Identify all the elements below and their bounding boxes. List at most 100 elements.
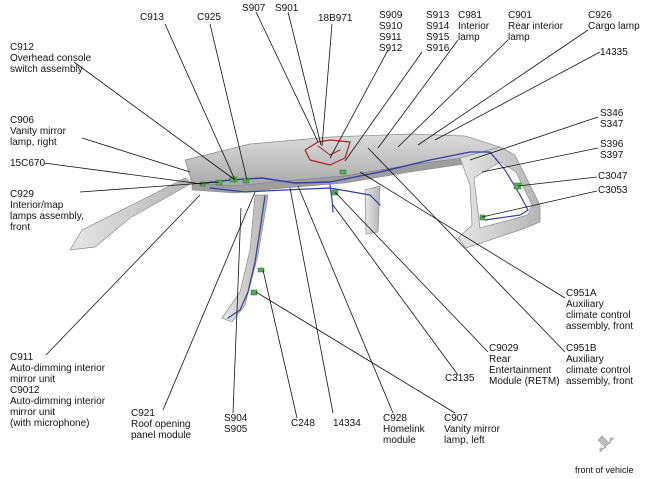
label-line: Rear [489,354,511,365]
label-line: C921 [131,408,155,419]
label-s396: S396 S397 [600,139,623,161]
label-c3047: C3047 [598,171,627,182]
label-c907: C907 Vanity mirror lamp, left [444,413,500,446]
label-line: lamp, right [10,137,57,148]
label-line: S914 [426,21,450,32]
label-line: S396 [600,139,624,150]
label-line: S916 [426,43,450,54]
harness-c-pillar-blue [329,184,334,213]
label-c9029: C9029 Rear Entertainment Module (RETM) [489,343,560,387]
label-line: C9029 [489,343,519,354]
label-line: C912 [10,42,34,53]
label-line: S907 [242,3,266,14]
label-line: C926 [588,10,612,21]
label-line: S909 [379,10,403,21]
connector-c951a [339,169,347,175]
label-s907: S907 [242,3,265,14]
label-line: S346 [600,108,624,119]
label-c981: C981 Interior lamp [458,10,489,43]
label-line: C928 [383,413,407,424]
label-line: C901 [508,10,532,21]
label-s346: S346 S347 [600,108,623,130]
connector-c913 [229,176,238,183]
label-line: C929 [10,189,34,200]
vehicle-body [69,133,541,323]
label-line: panel module [131,430,192,441]
harness-rear-blue [469,151,529,221]
label-line: C9012 [10,385,40,396]
label-line: Interior [458,21,490,32]
label-line: Auto-dimming interior [10,396,106,407]
label-line: Vanity mirror [444,424,500,435]
harness-b-pillar-blue [227,195,266,319]
label-c901: C901 Rear interior lamp [508,10,563,43]
label-line: C911 [10,352,34,363]
label-14334: 14334 [333,418,361,429]
label-line: module [383,435,416,446]
c-pillar [364,185,381,235]
connector-c3053 [479,214,486,221]
label-line: Interior/map [10,200,64,211]
label-line: C981 [458,10,482,21]
rear-window-opening [473,161,533,229]
label-line: lamps assembly, [10,211,84,222]
label-c925: C925 [197,12,221,23]
label-line: lamp [458,32,480,43]
label-line: Auxiliary [566,354,604,365]
harness-side-blue [209,187,381,206]
label-line: Module (RETM) [489,376,560,387]
label-line: C951A [566,288,597,299]
label-line: mirror unit [10,407,56,418]
label-c906: C906 Vanity mirror lamp, right [10,115,66,148]
label-c929: C929 Interior/map lamps assembly, front [10,189,84,233]
label-line: S912 [379,43,403,54]
label-c3135: C3135 [445,373,474,384]
label-line: front [10,222,31,233]
b-pillar [221,194,269,323]
label-line: C925 [197,12,221,23]
label-c926: C926 Cargo lamp [588,10,640,32]
label-line: S397 [600,150,624,161]
label-line: 14334 [333,418,361,429]
label-line: climate control [566,365,631,376]
label-line: assembly, front [566,321,634,332]
label-line: Overhead console [10,53,92,64]
label-line: C951B [566,343,597,354]
label-line: climate control [566,310,631,321]
label-line: S911 [379,32,402,43]
label-line: S910 [379,21,403,32]
label-line: S904 [224,413,248,424]
label-line: mirror unit [10,374,56,385]
label-line: switch assembly [10,64,83,75]
label-line: Vanity mirror [10,126,66,137]
label-c928: C928 Homelink module [383,413,425,446]
label-line: Cargo lamp [588,21,640,32]
label-line: Rear interior [508,21,564,32]
label-line: S901 [275,3,299,14]
label-line: Auto-dimming interior [10,363,106,374]
label-c951a: C951A Auxiliary climate control assembly… [566,288,633,332]
label-line: 14335 [600,47,628,58]
label-c912: C912 Overhead console switch assembly [10,42,91,75]
label-line: C907 [444,413,468,424]
label-line: Auxiliary [566,299,604,310]
label-line: 18B971 [318,13,353,24]
label-line: lamp, left [444,435,485,446]
label-c913: C913 [140,12,164,23]
label-line: 15C670 [10,158,46,169]
front-arrow-icon [597,435,615,453]
label-c921: C921 Roof opening panel module [131,408,191,441]
label-c911: C911 Auto-dimming interior mirror unit C… [10,352,105,429]
label-14335: 14335 [600,47,628,58]
label-line: assembly, front [566,376,634,387]
label-line: S347 [600,119,624,130]
label-line: lamp [508,32,530,43]
label-line: C913 [140,12,164,23]
label-18b971: 18B971 [318,13,352,24]
label-line: Entertainment [489,365,552,376]
label-line: Roof opening [131,419,191,430]
label-line: C3053 [598,185,628,196]
label-s904: S904 S905 [224,413,247,435]
label-line: Homelink [383,424,425,435]
a-pillar [69,177,193,251]
